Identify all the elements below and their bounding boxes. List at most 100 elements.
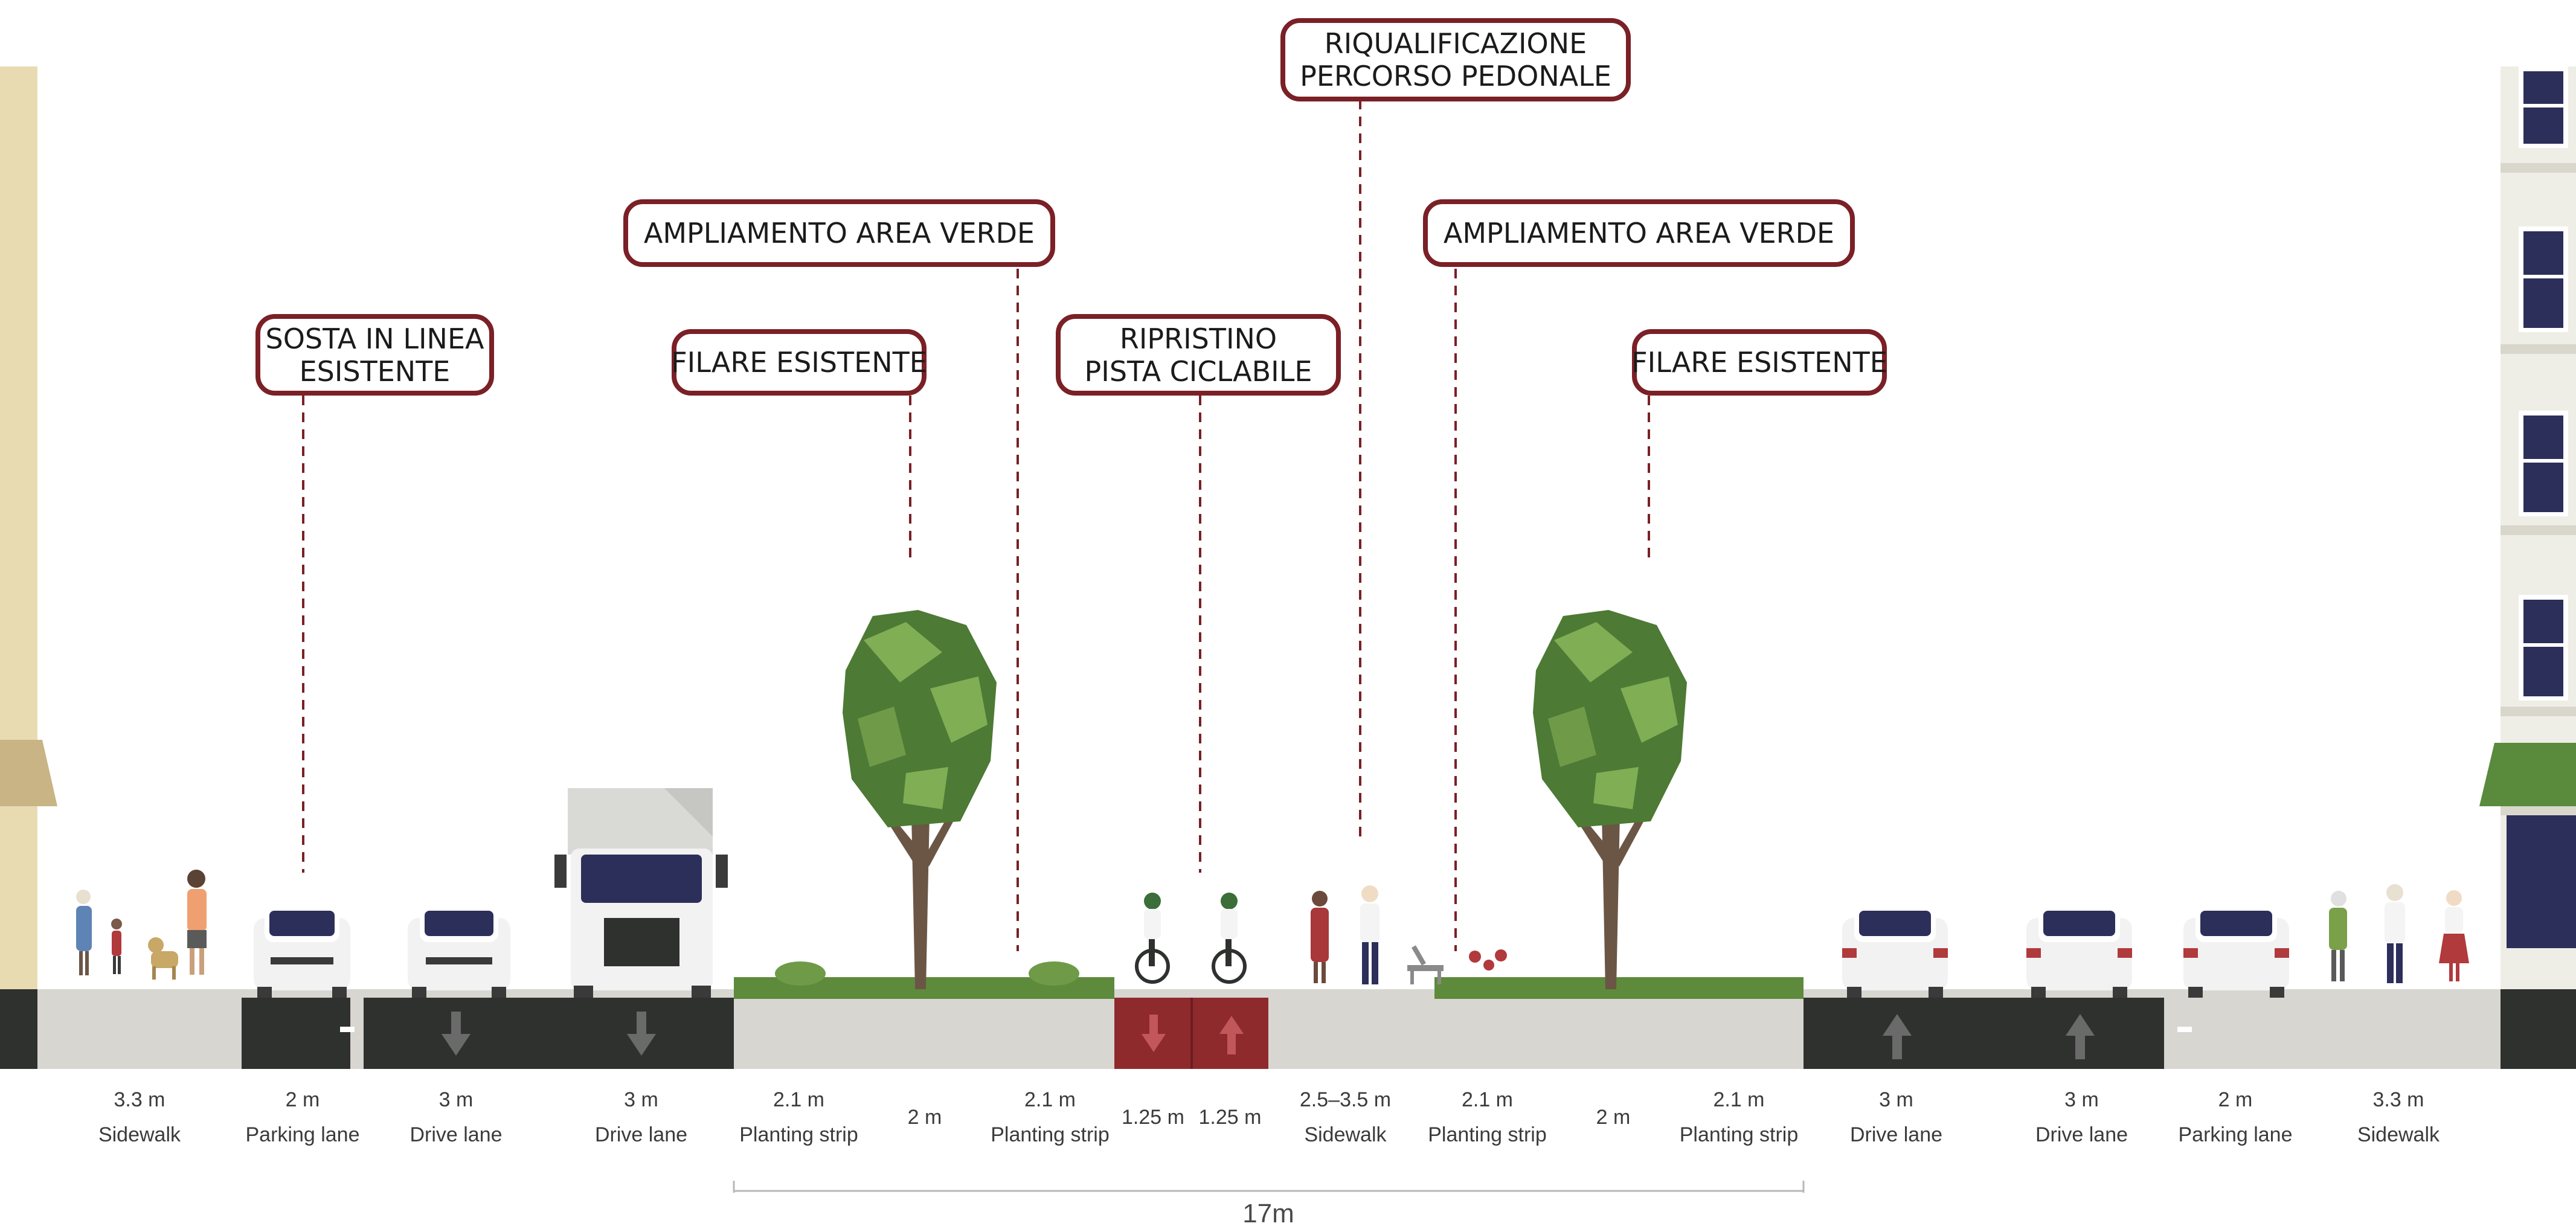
callout-line: SOSTA IN LINEA: [265, 322, 484, 355]
car-icon: [408, 906, 510, 998]
segment-width: 2.1 m: [772, 1088, 825, 1111]
parking-separator: [350, 998, 364, 1069]
parking-separator: [2164, 998, 2177, 1069]
car-icon: [254, 906, 350, 998]
bench-icon: [1407, 945, 1444, 984]
segment-label: Sidewalk: [98, 1123, 181, 1146]
segment-cell: 2.1 m Planting strip: [986, 1069, 1114, 1166]
segment-dividers: [36, 1069, 2502, 1166]
callout-line: AMPLIAMENTO AREA VERDE: [1443, 217, 1835, 249]
truck-icon: [554, 788, 728, 998]
window: [2519, 226, 2568, 332]
right-building: [2479, 66, 2576, 990]
callout-filare-esistente-right: FILARE ESISTENTE: [1631, 329, 1887, 396]
segment-width: 2.1 m: [1024, 1088, 1076, 1111]
segment-width: 2 m: [1596, 1106, 1631, 1129]
segment-cell: 2 m: [1552, 1069, 1674, 1166]
segment-cell: 3.3 m Sidewalk: [2296, 1069, 2501, 1166]
tree-icon: [843, 610, 997, 989]
parking-marker: [340, 1027, 355, 1032]
segment-label: Sidewalk: [2357, 1123, 2440, 1146]
segment-cell: 2.5–3.5 m Sidewalk: [1268, 1069, 1422, 1166]
callout-line: ESISTENTE: [299, 355, 451, 388]
callout-line: AMPLIAMENTO AREA VERDE: [643, 217, 1035, 249]
callout-ampliamento-area-verde-left: AMPLIAMENTO AREA VERDE: [623, 199, 1055, 267]
segment-cell: 2 m Parking lane: [2174, 1069, 2296, 1166]
segment-width: 1.25 m: [1122, 1106, 1184, 1129]
parking-marker: [2177, 1027, 2192, 1032]
segment-label: Parking lane: [2178, 1123, 2293, 1146]
down-arrow-icon: [1142, 1015, 1166, 1052]
callout-ampliamento-area-verde-right: AMPLIAMENTO AREA VERDE: [1423, 199, 1855, 267]
segment-width: 3 m: [1879, 1088, 1913, 1111]
roadway-right: [1804, 998, 2174, 1069]
pedestrian-icon: [2385, 884, 2405, 983]
callout-line: PERCORSO PEDONALE: [1300, 60, 1611, 92]
car-icon: [2183, 906, 2289, 998]
left-awning: [0, 740, 57, 806]
segment-label: Planting strip: [1428, 1123, 1547, 1146]
shop-window: [2507, 815, 2576, 948]
callout-line: FILARE ESISTENTE: [671, 346, 927, 379]
segment-width: 1.25 m: [1198, 1106, 1262, 1129]
flower-icon: [1469, 949, 1507, 971]
up-arrow-icon: [1883, 1014, 1912, 1059]
roadway-left: [242, 998, 734, 1069]
pedestrian-icon: [111, 919, 122, 974]
segment-width: 2.5–3.5 m: [1299, 1088, 1392, 1111]
callout-line: RIPRISTINO: [1119, 322, 1277, 355]
segment-width: 2 m: [2218, 1088, 2253, 1111]
callout-line: RIQUALIFICAZIONE: [1324, 27, 1587, 60]
segment-width: 3 m: [438, 1088, 474, 1111]
segment-cell: 2.1 m Planting strip: [1422, 1069, 1552, 1166]
window: [2519, 411, 2568, 516]
callout-leaders: [302, 100, 1650, 951]
segment-width: 2.1 m: [1713, 1088, 1765, 1111]
segment-width: 3 m: [2064, 1088, 2099, 1111]
planting-strip-right: [1434, 977, 1804, 999]
segment-label: Drive lane: [1849, 1123, 1943, 1146]
pedestrian-icon: [2329, 891, 2347, 981]
tree-icon: [1533, 610, 1687, 989]
down-arrow-icon: [442, 1012, 471, 1056]
left-edge: [0, 989, 37, 1069]
dog-icon: [148, 937, 178, 980]
right-awning: [2479, 743, 2576, 806]
segment-label: Planting strip: [991, 1123, 1110, 1146]
total-dimension-label: 17m: [1242, 1199, 1294, 1228]
segment-width: 3.3 m: [114, 1088, 165, 1111]
segment-label: Parking lane: [245, 1123, 360, 1146]
segment-width: 3 m: [624, 1088, 658, 1111]
segment-cell: 1.25 m: [1114, 1069, 1192, 1166]
pedestrian-icon: [2439, 890, 2469, 981]
left-building: [0, 66, 57, 990]
shrub-icon: [775, 961, 1079, 986]
callout-line: FILARE ESISTENTE: [1631, 346, 1887, 379]
segment-cell: 3 m Drive lane: [1804, 1069, 1989, 1166]
segment-cell: 2.1 m Planting strip: [734, 1069, 864, 1166]
segment-cell: 3 m Drive lane: [548, 1069, 734, 1166]
segment-label: Drive lane: [594, 1123, 688, 1146]
segment-width: 2.1 m: [1461, 1088, 1514, 1111]
window: [2519, 595, 2568, 701]
callout-filare-esistente-left: FILARE ESISTENTE: [671, 329, 927, 396]
up-arrow-icon: [2066, 1014, 2095, 1059]
car-icon: [1842, 906, 1948, 998]
dimension-line: [733, 1181, 1805, 1193]
car-icon: [2026, 906, 2132, 998]
segment-label: Sidewalk: [1304, 1123, 1387, 1146]
pedestrian-icon: [1360, 885, 1380, 984]
segment-width: 3.3 m: [2372, 1088, 2424, 1111]
segment-label: Planting strip: [739, 1123, 858, 1146]
segment-cell: 1.25 m: [1192, 1069, 1268, 1166]
right-edge: [2501, 989, 2576, 1069]
segment-width: 2 m: [907, 1106, 942, 1129]
